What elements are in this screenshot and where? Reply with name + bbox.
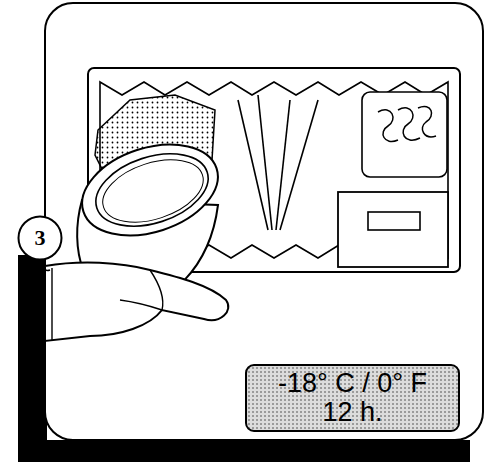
- panel-frame: [45, 3, 483, 440]
- finger-lines: [52, 268, 163, 340]
- storage-text: 12 h.: [322, 398, 382, 427]
- callout-ring: [19, 217, 62, 260]
- bowl-inner-line: [95, 148, 211, 233]
- package-waves: [378, 107, 436, 142]
- storage-label-box: -18° C / 0° F12 h.: [245, 364, 460, 432]
- storage-text: -18° C / 0° F: [278, 369, 427, 398]
- frozen-sticks: [238, 95, 318, 230]
- hand: [45, 263, 228, 341]
- bowl-rim: [70, 128, 229, 251]
- food-box: [338, 192, 448, 267]
- food-package: [362, 92, 447, 177]
- box-label: [368, 212, 420, 230]
- callout-number: 3: [35, 226, 46, 250]
- bowl-inner-rim: [87, 141, 218, 240]
- callout-circle: 3: [17, 215, 63, 261]
